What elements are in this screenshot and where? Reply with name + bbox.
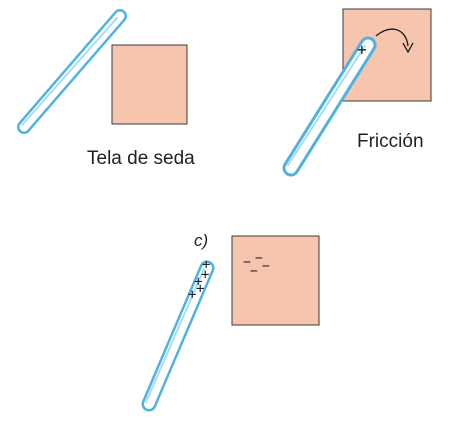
- glass-rod-a-shine: [21, 17, 118, 126]
- glass-rod-b-shine: [287, 45, 366, 166]
- silk-cloth-label: Tela de seda: [87, 148, 195, 169]
- minus-sign: −: [255, 251, 263, 266]
- curved-arrow-icon: [375, 28, 409, 47]
- plus-sign: +: [357, 40, 367, 59]
- friction-label: Fricción: [357, 131, 424, 152]
- plus-sign: +: [196, 281, 204, 297]
- plus-sign: +: [201, 267, 209, 283]
- glass-rod-b-inner: [285, 39, 374, 174]
- plus-sign: +: [194, 274, 202, 290]
- arrow-head-icon: [402, 42, 414, 54]
- glass-rod-c-shine: [145, 268, 205, 403]
- panel-c-label: c): [194, 231, 209, 250]
- silk-cloth-c: [231, 235, 320, 326]
- plus-sign: +: [188, 287, 196, 303]
- silk-cloth-a: [111, 44, 188, 125]
- minus-sign: −: [250, 264, 258, 279]
- plus-sign: +: [202, 257, 210, 273]
- minus-sign: −: [243, 255, 251, 270]
- glass-rod-a-inner: [19, 11, 125, 132]
- minus-sign: −: [262, 259, 270, 274]
- glass-rod-c-inner: [144, 263, 212, 409]
